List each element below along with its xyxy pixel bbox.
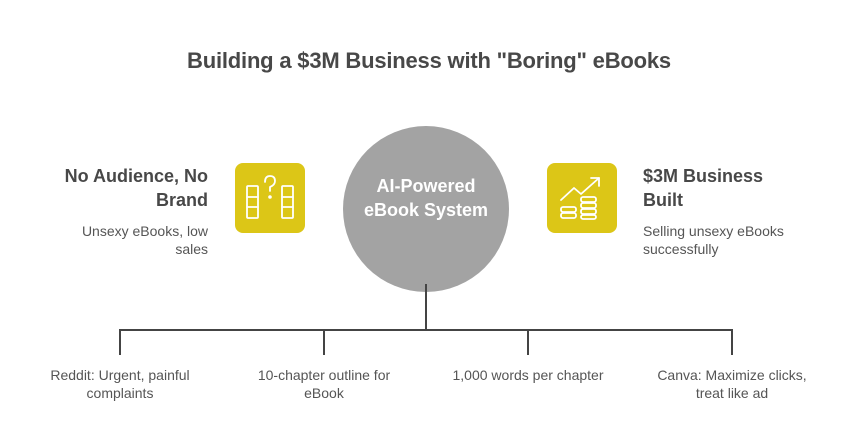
step-canva: Canva: Maximize clicks, treat like ad (637, 366, 827, 402)
step-line2: treat like ad (695, 385, 769, 401)
step-line1: 1,000 words per chapter (452, 367, 604, 383)
right-description: Selling unsexy eBooks successfully (643, 222, 843, 258)
left-description-line1: Unsexy eBooks, low (81, 223, 208, 239)
central-hub-label-line1: AI-Powered (376, 176, 476, 196)
right-heading-line1: $3M Business (643, 166, 764, 186)
central-hub-circle (343, 126, 509, 292)
books-question-icon (235, 163, 305, 233)
step-reddit: Reddit: Urgent, painful complaints (25, 366, 215, 402)
left-heading: No Audience, No Brand (8, 164, 208, 212)
left-heading-line2: Brand (155, 190, 208, 210)
left-description-line2: sales (175, 241, 208, 257)
right-heading-line2: Built (643, 190, 683, 210)
step-word-count: 1,000 words per chapter (433, 366, 623, 384)
left-description: Unsexy eBooks, low sales (8, 222, 208, 258)
left-heading-line1: No Audience, No (64, 166, 208, 186)
growth-coins-icon (547, 163, 617, 233)
step-line1: Reddit: Urgent, painful (50, 367, 190, 383)
step-outline: 10-chapter outline for eBook (229, 366, 419, 402)
step-line1: Canva: Maximize clicks, (657, 367, 807, 383)
central-hub-label: AI-Powered eBook System (343, 174, 509, 222)
central-hub-label-line2: eBook System (363, 200, 489, 220)
diagram-title: Building a $3M Business with "Boring" eB… (187, 48, 671, 73)
right-description-line1: Selling unsexy eBooks (643, 223, 784, 239)
step-line2: complaints (86, 385, 154, 401)
right-description-line2: successfully (643, 241, 719, 257)
step-line2: eBook (304, 385, 344, 401)
right-heading: $3M Business Built (643, 164, 843, 212)
step-line1: 10-chapter outline for (257, 367, 391, 383)
